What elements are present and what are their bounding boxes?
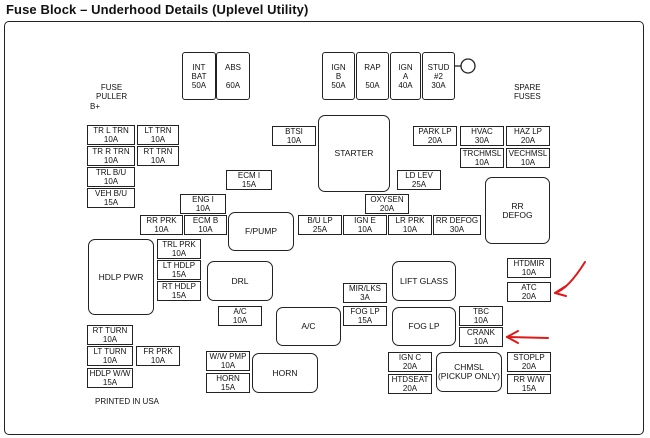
fuse-lt-turn: LT TURN 10A	[87, 346, 133, 366]
fuse-vechmsl: VECHMSL 10A	[506, 148, 550, 168]
fuse-haz-lp: HAZ LP 20A	[506, 126, 550, 146]
fuse-lt-hdlp: LT HDLP 15A	[157, 260, 201, 280]
fuse-int-bat: INT BAT 50A	[182, 52, 216, 100]
fuse-hdlp-ww: HDLP W/W 15A	[87, 368, 133, 388]
fuse-fr-prk: FR PRK 10A	[136, 346, 180, 366]
fuse-abs: ABS 60A	[216, 52, 250, 100]
fuse-trl-bu: TRL B/U 10A	[87, 167, 135, 187]
fuse-horn: HORN 15A	[206, 373, 250, 393]
fuse-htdseat: HTDSEAT 20A	[388, 374, 432, 394]
fuse-bu-lp: B/U LP 25A	[298, 215, 342, 235]
relay-drl: DRL	[207, 261, 273, 301]
fuse-rap: RAP 50A	[356, 52, 389, 100]
relay-f-pump: F/PUMP	[228, 212, 294, 251]
fuse-stoplp: STOPLP 20A	[507, 352, 551, 372]
relay-hdlp-pwr: HDLP PWR	[88, 239, 154, 315]
fuse-ign-e: IGN E 10A	[343, 215, 387, 235]
fuse-rt-trn: RT TRN 10A	[137, 146, 179, 166]
fuse-oxysen: OXYSEN 20A	[365, 194, 409, 214]
relay-starter: STARTER	[318, 115, 390, 192]
fuse-tbc: TBC 10A	[459, 306, 503, 326]
fuse-crank: CRANK 10A	[459, 327, 503, 347]
fuse-stud-2: STUD #2 30A	[422, 52, 455, 100]
fuse-puller-label: FUSE PULLER	[96, 83, 128, 101]
fuse-lt-trn: LT TRN 10A	[137, 125, 179, 145]
relay-fog-lp: FOG LP	[392, 307, 456, 346]
fuse-rr-ww: RR W/W 15A	[507, 374, 551, 394]
fuse-rt-hdlp: RT HDLP 15A	[157, 281, 201, 301]
fuse-eng-i: ENG I 10A	[180, 194, 226, 214]
spare-fuses-label: SPARE FUSES	[514, 83, 541, 101]
printed-in-usa-label: PRINTED IN USA	[95, 397, 160, 406]
relay-ac: A/C	[276, 307, 341, 346]
fuse-trchmsl: TRCHMSL 10A	[460, 148, 504, 168]
diagram-title: Fuse Block – Underhood Details (Uplevel …	[6, 2, 309, 17]
fuse-tr-r-trn: TR R TRN 10A	[87, 146, 135, 166]
fuse-ign-b: IGN B 50A	[322, 52, 355, 100]
fuse-mir-lks: MIR/LKS 3A	[343, 283, 387, 303]
fuse-fog-lp: FOG LP 15A	[343, 306, 387, 326]
relay-rr-defog: RR DEFOG	[485, 177, 550, 244]
fuse-trl-prk: TRL PRK 10A	[157, 239, 201, 259]
fuse-rt-turn: RT TURN 10A	[87, 325, 133, 345]
fuse-lr-prk: LR PRK 10A	[388, 215, 432, 235]
fuse-hvac: HVAC 30A	[460, 126, 504, 146]
fuse-rr-defog: RR DEFOG 30A	[433, 215, 481, 235]
relay-lift-glass: LIFT GLASS	[392, 261, 456, 301]
fuse-tr-l-trn: TR L TRN 10A	[87, 125, 135, 145]
relay-horn: HORN	[252, 353, 318, 393]
relay-chmsl: CHMSL (PICKUP ONLY)	[436, 352, 502, 392]
fuse-htdmir: HTDMIR 10A	[507, 258, 551, 278]
fuse-atc: ATC 20A	[507, 282, 551, 302]
b-plus-label: B+	[90, 102, 101, 111]
fuse-block-panel	[4, 21, 644, 435]
fuse-ac: A/C 10A	[218, 306, 262, 326]
fuse-rr-prk: RR PRK 10A	[140, 215, 183, 235]
fuse-veh-bu: VEH B/U 15A	[87, 188, 135, 208]
fuse-btsi: BTSI 10A	[272, 126, 316, 146]
fuse-ww-pmp: W/W PMP 10A	[206, 351, 250, 371]
fuse-ign-a: IGN A 40A	[390, 52, 421, 100]
fuse-ign-c: IGN C 20A	[388, 352, 432, 372]
fuse-ecm-b: ECM B 10A	[184, 215, 227, 235]
fuse-ecm-i: ECM I 15A	[226, 170, 272, 190]
fuse-ld-lev: LD LEV 25A	[397, 170, 441, 190]
fuse-park-lp: PARK LP 20A	[413, 126, 457, 146]
